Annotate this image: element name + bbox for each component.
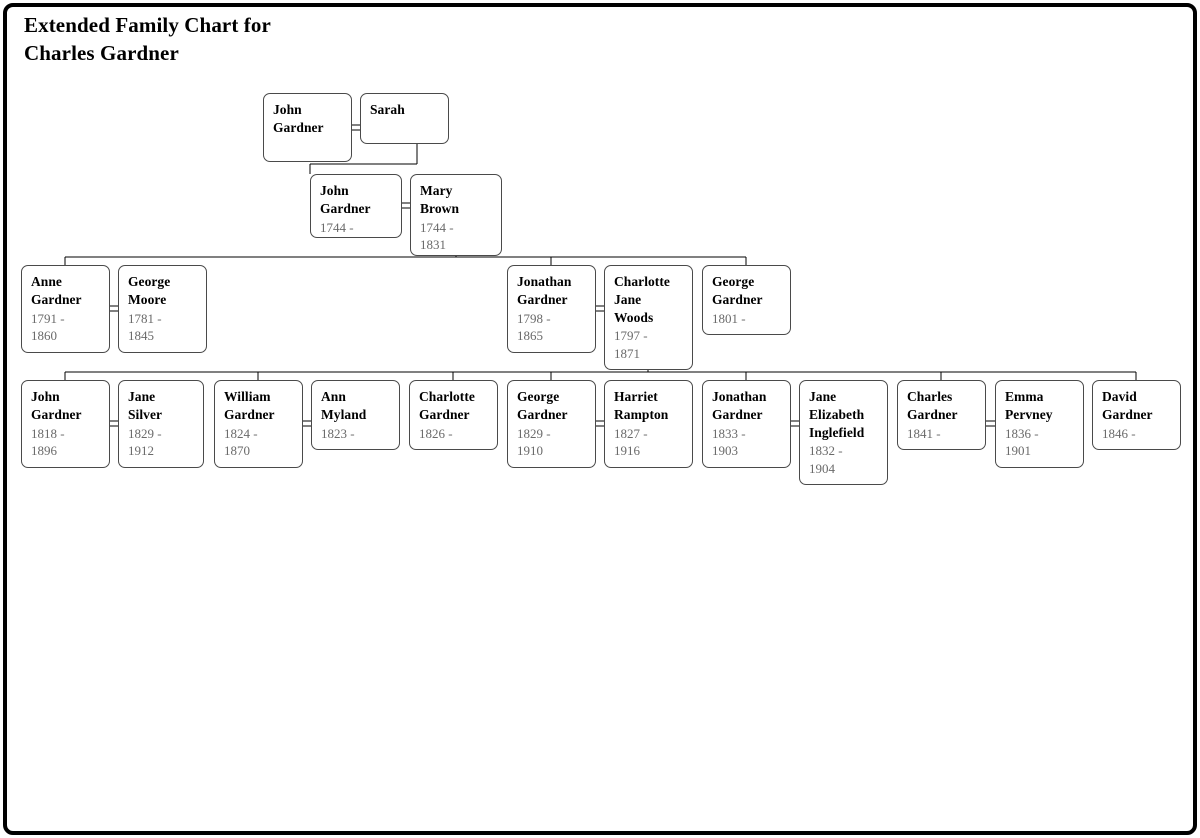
person-name: Charlotte Jane Woods <box>614 274 670 325</box>
marriage-connector-charles-emma <box>986 420 995 427</box>
marriage-connector-john-jane <box>110 420 118 427</box>
person-dates: 1836 - 1901 <box>1005 425 1039 458</box>
person-dates: 1827 - 1916 <box>614 425 648 458</box>
person-dates: 1823 - <box>321 425 355 441</box>
person-box[interactable]: John Gardner <box>263 93 352 162</box>
descent-gen1-to-gen2 <box>309 144 418 174</box>
person-name: Jonathan Gardner <box>517 274 572 307</box>
marriage-connector-anne-george <box>110 305 118 312</box>
person-dates: 1829 - 1912 <box>128 425 162 458</box>
marriage-connector-george-harriet <box>596 420 604 427</box>
person-dates: 1801 - <box>712 310 746 326</box>
person-dates: 1791 - 1860 <box>31 310 65 343</box>
descent-gen3-to-gen4 <box>64 362 1137 380</box>
person-dates: 1824 - 1870 <box>224 425 258 458</box>
person-name: David Gardner <box>1102 389 1153 422</box>
marriage-connector-jonathan-jane <box>791 420 799 427</box>
person-name: Harriet Rampton <box>614 389 669 422</box>
person-name: John Gardner <box>273 102 324 135</box>
person-dates: 1798 - 1865 <box>517 310 551 343</box>
person-dates: 1841 - <box>907 425 941 441</box>
descent-gen2-to-gen3 <box>64 250 747 265</box>
person-box[interactable]: Ann Myland 1823 - <box>311 380 400 450</box>
person-name: Mary Brown <box>420 183 460 216</box>
person-name: John Gardner <box>320 183 371 216</box>
person-name: George Moore <box>128 274 171 307</box>
person-name: Sarah <box>370 102 405 117</box>
person-box[interactable]: Charles Gardner 1841 - <box>897 380 986 450</box>
person-box[interactable]: Sarah <box>360 93 449 144</box>
person-box[interactable]: David Gardner 1846 - <box>1092 380 1181 450</box>
person-dates: 1826 - <box>419 425 453 441</box>
marriage-connector-g2 <box>402 202 410 209</box>
person-name: George Gardner <box>712 274 763 307</box>
person-dates: 1797 - 1871 <box>614 328 648 361</box>
page-title: Extended Family Chart for Charles Gardne… <box>24 13 271 65</box>
marriage-connector-g1 <box>352 124 360 131</box>
person-name: Emma Pervney <box>1005 389 1053 422</box>
person-dates: 1818 - 1896 <box>31 425 65 458</box>
person-dates: 1744 - 1831 <box>420 219 454 252</box>
person-dates: 1781 - 1845 <box>128 310 162 343</box>
marriage-connector-william-ann <box>303 420 311 427</box>
person-name: William Gardner <box>224 389 275 422</box>
person-name: Charlotte Gardner <box>419 389 475 422</box>
person-dates: 1744 - <box>320 219 354 235</box>
person-name: Jane Silver <box>128 389 163 422</box>
marriage-connector-jonathan-charlotte <box>596 305 604 312</box>
person-dates: 1833 - 1903 <box>712 425 746 458</box>
person-name: Charles Gardner <box>907 389 958 422</box>
person-dates: 1832 - 1904 <box>809 443 843 476</box>
person-box[interactable]: John Gardner 1744 - <box>310 174 402 238</box>
person-name: John Gardner <box>31 389 82 422</box>
person-box[interactable]: Charlotte Gardner 1826 - <box>409 380 498 450</box>
person-name: Anne Gardner <box>31 274 82 307</box>
person-box[interactable]: George Gardner 1801 - <box>702 265 791 335</box>
person-name: Jane Elizabeth Inglefield <box>809 389 865 440</box>
person-name: George Gardner <box>517 389 568 422</box>
person-dates: 1846 - <box>1102 425 1136 441</box>
person-dates: 1829 - 1910 <box>517 425 551 458</box>
person-name: Jonathan Gardner <box>712 389 767 422</box>
person-name: Ann Myland <box>321 389 367 422</box>
